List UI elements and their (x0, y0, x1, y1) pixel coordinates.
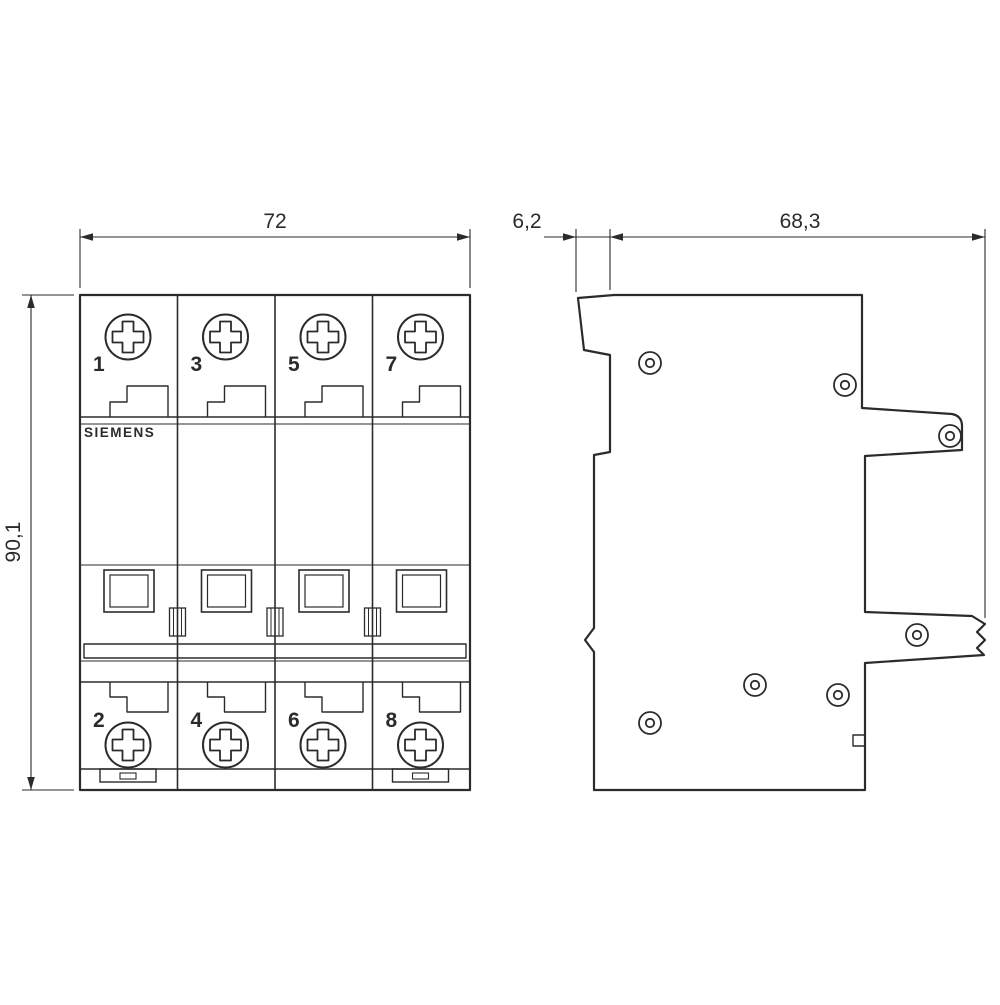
arrowhead-icon (610, 233, 623, 241)
rivet-icon (826, 683, 850, 707)
terminal-label-2: 2 (93, 709, 105, 732)
screw-head-icon (397, 313, 444, 361)
terminal-clamp (401, 681, 462, 713)
dim-value-front-width: 72 (263, 210, 286, 233)
dim-side-body-depth: 68,3 (610, 210, 986, 618)
rivet-icon (833, 373, 857, 397)
terminal-label-3: 3 (191, 353, 203, 376)
arrowhead-icon (972, 233, 985, 241)
interlock-pin (363, 607, 382, 637)
interlock-pin (168, 607, 187, 637)
terminal-clamp (109, 385, 169, 418)
side-rivets (638, 351, 962, 735)
dim-value-toggle-depth: 6,2 (512, 210, 541, 233)
rivet-icon (743, 673, 767, 697)
screw-head-icon (104, 721, 152, 769)
terminal-clamp (109, 681, 169, 713)
rivet-icon (638, 351, 662, 375)
arrowhead-icon (563, 233, 576, 241)
bottom-terminal-clamps (109, 681, 462, 713)
terminal-label-7: 7 (386, 353, 398, 376)
terminal-clamp (304, 681, 364, 713)
bottom-terminal-labels: 2 4 6 8 (93, 709, 398, 732)
top-terminal-clamps (109, 385, 462, 418)
arrowhead-icon (27, 777, 35, 790)
brand-logo: SIEMENS (84, 425, 155, 440)
arrowhead-icon (27, 295, 35, 308)
side-body-outline (576, 293, 987, 792)
terminal-clamp (304, 385, 364, 418)
screw-head-icon (104, 313, 152, 361)
toggle-handle (103, 569, 155, 613)
dim-front-height: 90,1 (2, 294, 74, 791)
toggle-handle (298, 569, 350, 613)
rivet-icon (905, 623, 929, 647)
side-latch-detail (852, 734, 866, 747)
top-terminal-labels: 1 3 5 7 (93, 353, 397, 376)
screw-head-icon (299, 313, 347, 361)
terminal-clamp (401, 385, 462, 418)
terminal-label-8: 8 (386, 709, 398, 732)
screw-head-icon (397, 721, 444, 769)
dim-value-body-depth: 68,3 (780, 210, 821, 233)
screw-head-icon (202, 313, 249, 361)
dim-side-toggle-depth: 6,2 (512, 210, 611, 292)
interlock-pin (266, 607, 284, 637)
din-clip-detail (391, 768, 450, 783)
side-view (576, 293, 987, 792)
toggle-handle (395, 569, 448, 613)
dim-front-width: 72 (79, 210, 471, 288)
terminal-label-1: 1 (93, 353, 105, 376)
dim-value-front-height: 90,1 (2, 522, 25, 563)
din-clip-detail (99, 768, 157, 783)
terminal-label-6: 6 (288, 709, 300, 732)
toggle-handle (200, 569, 253, 613)
screw-head-icon (299, 721, 347, 769)
handle-tie-bar (83, 643, 467, 659)
terminal-clamp (206, 681, 267, 713)
pole-divider-lines (176, 295, 374, 790)
terminal-label-4: 4 (191, 709, 203, 732)
arrowhead-icon (457, 233, 470, 241)
rivet-icon (638, 711, 662, 735)
dimension-annotations: 72 90,1 6,2 68,3 (2, 210, 986, 791)
rivet-icon (938, 424, 962, 448)
arrowhead-icon (80, 233, 93, 241)
screw-head-icon (202, 721, 249, 769)
terminal-label-5: 5 (288, 353, 300, 376)
terminal-clamp (206, 385, 267, 418)
front-view: 1 3 5 7 SIEMENS (78, 293, 472, 792)
